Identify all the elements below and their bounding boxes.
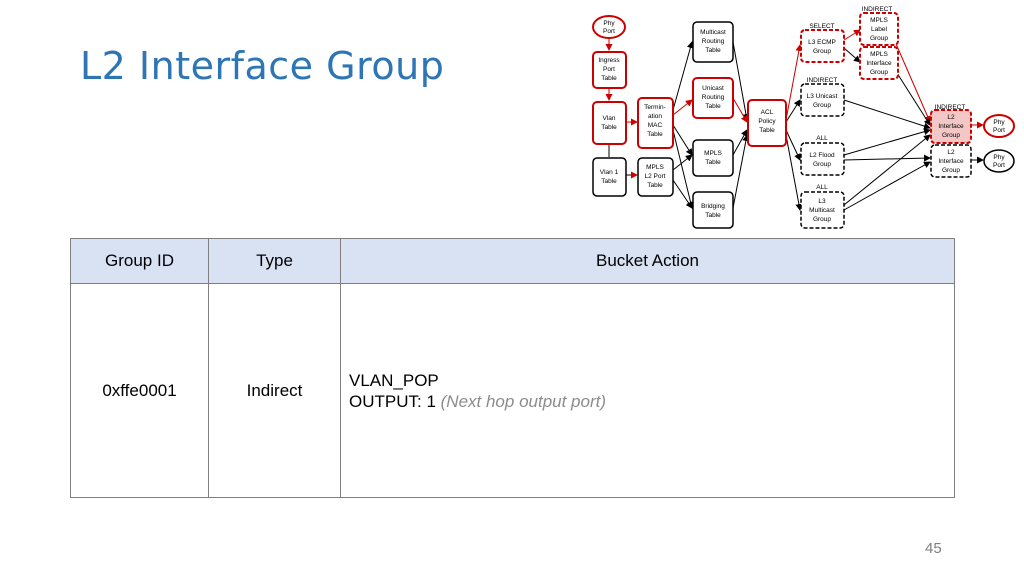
svg-text:MPLS: MPLS bbox=[646, 164, 664, 171]
svg-text:Table: Table bbox=[705, 47, 721, 54]
svg-text:Ingress: Ingress bbox=[598, 57, 620, 64]
label-indirect-l3: INDIRECT bbox=[807, 77, 838, 84]
svg-text:MPLS: MPLS bbox=[870, 51, 888, 58]
svg-text:Vlan 1: Vlan 1 bbox=[600, 169, 619, 176]
svg-text:Phy: Phy bbox=[993, 119, 1005, 126]
svg-text:L2: L2 bbox=[947, 114, 955, 121]
node-phy-port-in: Phy Port bbox=[592, 15, 626, 39]
node-acl-policy-table: ACL Policy Table bbox=[747, 99, 787, 147]
node-mpls-interface-group: MPLS Interface Group bbox=[859, 46, 899, 80]
svg-text:Group: Group bbox=[813, 102, 831, 109]
node-l3-ecmp-group: L3 ECMP Group bbox=[800, 29, 845, 63]
header-bucket-action: Bucket Action bbox=[340, 238, 955, 284]
action-output: OUTPUT: 1 (Next hop output port) bbox=[349, 391, 953, 412]
svg-text:Policy: Policy bbox=[758, 118, 776, 125]
action-output-note: (Next hop output port) bbox=[440, 391, 607, 411]
svg-text:Group: Group bbox=[870, 35, 888, 42]
node-bridging-table: Bridging Table bbox=[692, 191, 734, 229]
svg-text:MPLS: MPLS bbox=[704, 150, 722, 157]
header-group-id: Group ID bbox=[70, 238, 209, 284]
svg-text:Multicast: Multicast bbox=[809, 207, 835, 214]
svg-text:Port: Port bbox=[603, 66, 615, 73]
svg-text:Port: Port bbox=[603, 28, 615, 35]
svg-text:Table: Table bbox=[601, 178, 617, 185]
svg-text:Table: Table bbox=[601, 75, 617, 82]
header-type: Type bbox=[208, 238, 341, 284]
svg-text:Termin-: Termin- bbox=[644, 104, 666, 111]
svg-text:L2 Port: L2 Port bbox=[645, 173, 666, 180]
table-row: 0xffe0001 Indirect VLAN_POP OUTPUT: 1 (N… bbox=[70, 283, 955, 498]
svg-text:Routing: Routing bbox=[702, 38, 725, 45]
label-all-multicast: ALL bbox=[816, 184, 828, 191]
node-l2-flood-group: L2 Flood Group bbox=[800, 142, 845, 176]
svg-text:L2 Flood: L2 Flood bbox=[809, 152, 835, 159]
node-l3-multicast-group: L3 Multicast Group bbox=[800, 191, 845, 229]
svg-text:Bridging: Bridging bbox=[701, 203, 725, 210]
node-mpls-l2-port-table: MPLS L2 Port Table bbox=[637, 157, 674, 197]
label-indirect-mpls: INDIRECT bbox=[862, 6, 893, 13]
svg-text:Unicast: Unicast bbox=[702, 85, 724, 92]
svg-text:ACL: ACL bbox=[761, 109, 774, 116]
svg-text:L3 ECMP: L3 ECMP bbox=[808, 39, 836, 46]
diagram-edges bbox=[605, 29, 984, 211]
svg-text:Table: Table bbox=[705, 103, 721, 110]
node-mpls-label-group: MPLS Label Group bbox=[859, 12, 899, 46]
svg-text:Multicast: Multicast bbox=[700, 29, 726, 36]
slide-number: 45 bbox=[925, 540, 942, 557]
svg-text:Group: Group bbox=[813, 161, 831, 168]
svg-text:Routing: Routing bbox=[702, 94, 725, 101]
svg-text:Port: Port bbox=[993, 162, 1005, 169]
svg-text:Vlan: Vlan bbox=[602, 115, 615, 122]
cell-group-id: 0xffe0001 bbox=[70, 283, 209, 498]
node-vlan1-table: Vlan 1 Table bbox=[592, 157, 627, 197]
svg-text:L3: L3 bbox=[818, 198, 826, 205]
label-all-flood: ALL bbox=[816, 135, 828, 142]
svg-text:Table: Table bbox=[759, 127, 775, 134]
svg-text:Port: Port bbox=[993, 127, 1005, 134]
node-phy-port-out-1: Phy Port bbox=[983, 114, 1015, 138]
svg-text:Phy: Phy bbox=[603, 20, 615, 27]
cell-type: Indirect bbox=[208, 283, 341, 498]
openflow-pipeline-diagram: Phy Port Ingress Port Table Vlan Table V… bbox=[592, 6, 1015, 229]
svg-text:MAC: MAC bbox=[648, 122, 663, 129]
label-indirect-l2: INDIRECT bbox=[935, 104, 966, 111]
svg-text:Group: Group bbox=[813, 216, 831, 223]
svg-text:Interface: Interface bbox=[938, 158, 964, 165]
node-phy-port-out-2: Phy Port bbox=[983, 149, 1015, 173]
svg-text:L3 Unicast: L3 Unicast bbox=[807, 93, 838, 100]
svg-text:Table: Table bbox=[647, 182, 663, 189]
svg-text:Table: Table bbox=[601, 124, 617, 131]
node-multicast-routing-table: Multicast Routing Table bbox=[692, 21, 734, 63]
svg-text:Table: Table bbox=[705, 212, 721, 219]
svg-text:Group: Group bbox=[942, 132, 960, 139]
node-termination-mac-table: Termin- ation MAC Table bbox=[637, 97, 674, 149]
svg-text:Table: Table bbox=[705, 159, 721, 166]
svg-text:Label: Label bbox=[871, 26, 887, 33]
table-header-row: Group ID Type Bucket Action bbox=[70, 238, 955, 284]
svg-text:Interface: Interface bbox=[866, 60, 892, 67]
node-ingress-port-table: Ingress Port Table bbox=[592, 51, 627, 89]
node-l2-interface-group-highlighted: L2 Interface Group bbox=[930, 109, 972, 144]
svg-text:Group: Group bbox=[813, 48, 831, 55]
svg-text:MPLS: MPLS bbox=[870, 17, 888, 24]
svg-text:Group: Group bbox=[942, 167, 960, 174]
node-unicast-routing-table: Unicast Routing Table bbox=[692, 77, 734, 119]
group-table: Group ID Type Bucket Action 0xffe0001 In… bbox=[70, 238, 955, 498]
svg-text:Interface: Interface bbox=[938, 123, 964, 130]
svg-text:ation: ation bbox=[648, 113, 662, 120]
node-l3-unicast-group: L3 Unicast Group bbox=[800, 83, 845, 117]
slide-title: L2 Interface Group bbox=[80, 44, 445, 88]
action-output-text: OUTPUT: 1 bbox=[349, 391, 436, 411]
node-vlan-table: Vlan Table bbox=[592, 101, 627, 145]
svg-text:L2: L2 bbox=[947, 149, 955, 156]
svg-text:Phy: Phy bbox=[993, 154, 1005, 161]
svg-text:Table: Table bbox=[647, 131, 663, 138]
action-vlan-pop: VLAN_POP bbox=[349, 370, 439, 390]
cell-bucket-action: VLAN_POP OUTPUT: 1 (Next hop output port… bbox=[340, 283, 955, 498]
node-l2-interface-group: L2 Interface Group bbox=[930, 144, 972, 178]
svg-text:Group: Group bbox=[870, 69, 888, 76]
label-select: SELECT bbox=[809, 23, 834, 30]
node-mpls-table: MPLS Table bbox=[692, 139, 734, 177]
